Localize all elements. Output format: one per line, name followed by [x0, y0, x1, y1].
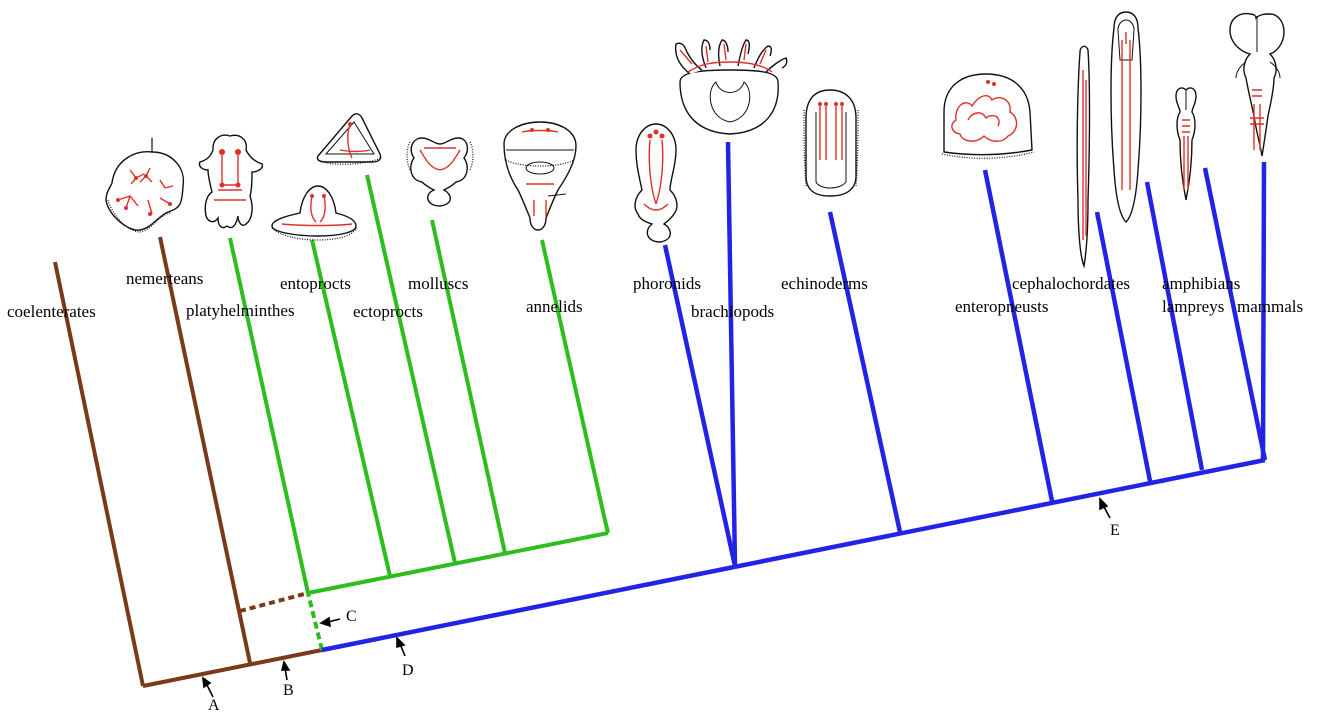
label-cephalochordates: cephalochordates	[1012, 274, 1130, 293]
branch-annelids	[542, 240, 604, 516]
mollusc-larva-icon	[407, 138, 473, 206]
label-mammals: mammals	[1237, 297, 1303, 316]
deuterostome-backbone	[322, 460, 1265, 650]
label-nemerteans: nemerteans	[126, 269, 203, 288]
protostome-branches	[230, 175, 608, 650]
label-enteropneusts: enteropneusts	[955, 297, 1048, 316]
stem-base-a-b	[143, 650, 322, 686]
label-brachiopods: brachiopods	[691, 302, 774, 321]
arrow-d	[397, 638, 405, 656]
cephalochordate-icon	[1077, 46, 1089, 266]
echinoderm-larva-icon	[804, 90, 858, 196]
label-ectoprocts: ectoprocts	[353, 302, 423, 321]
protostome-backbone	[308, 533, 608, 593]
marker-arrows	[203, 499, 1110, 697]
label-lampreys: lampreys	[1162, 297, 1224, 316]
taxon-labels: coelenterates nemerteans platyhelminthes…	[7, 269, 1303, 321]
branch-echinoderms	[830, 212, 900, 532]
amphibian-tadpole-icon	[1176, 88, 1196, 200]
branch-cephalochordates	[1097, 212, 1150, 481]
dashed-stem-c	[308, 593, 322, 650]
branch-brachiopods	[728, 142, 735, 566]
arrow-e	[1100, 499, 1110, 518]
enteropneust-larva-icon	[942, 74, 1034, 158]
marker-label-b: B	[283, 682, 294, 699]
marker-label-c: C	[346, 608, 357, 625]
label-amphibians: amphibians	[1162, 274, 1240, 293]
brachiopod-larva-icon	[676, 40, 787, 134]
label-molluscs: molluscs	[408, 274, 468, 293]
entoproct-larva-icon	[272, 186, 357, 240]
label-platyhelminthes: platyhelminthes	[186, 301, 295, 320]
label-phoronids: phoronids	[633, 274, 701, 293]
branch-coelenterates	[55, 262, 143, 686]
mammal-brain-icon	[1230, 14, 1284, 156]
dashed-branch-stub	[240, 593, 308, 611]
branch-phoronids	[665, 245, 735, 566]
ectoproct-larva-icon	[317, 114, 382, 164]
marker-label-e: E	[1110, 522, 1120, 539]
arrow-c	[321, 618, 340, 626]
branch-ectoprocts	[367, 175, 455, 563]
phoronid-larva-icon	[635, 124, 677, 242]
annelid-larva-icon	[504, 122, 576, 230]
label-annelids: annelids	[526, 297, 583, 316]
label-coelenterates: coelenterates	[7, 302, 96, 321]
label-entoprocts: entoprocts	[280, 274, 351, 293]
arrow-b	[282, 662, 289, 680]
label-echinoderms: echinoderms	[781, 274, 868, 293]
lamprey-larva-icon	[1111, 12, 1141, 222]
marker-labels: A B C D E	[208, 522, 1120, 713]
branch-enteropneusts	[985, 170, 1052, 501]
nemertean-larva-icon	[199, 135, 262, 227]
marker-label-a: A	[208, 697, 220, 713]
arrow-a	[203, 678, 213, 697]
marker-label-d: D	[402, 662, 414, 679]
protostome-tip-stub	[604, 516, 608, 533]
coelenterate-larva-icon	[106, 138, 183, 232]
branch-lampreys	[1147, 182, 1202, 470]
